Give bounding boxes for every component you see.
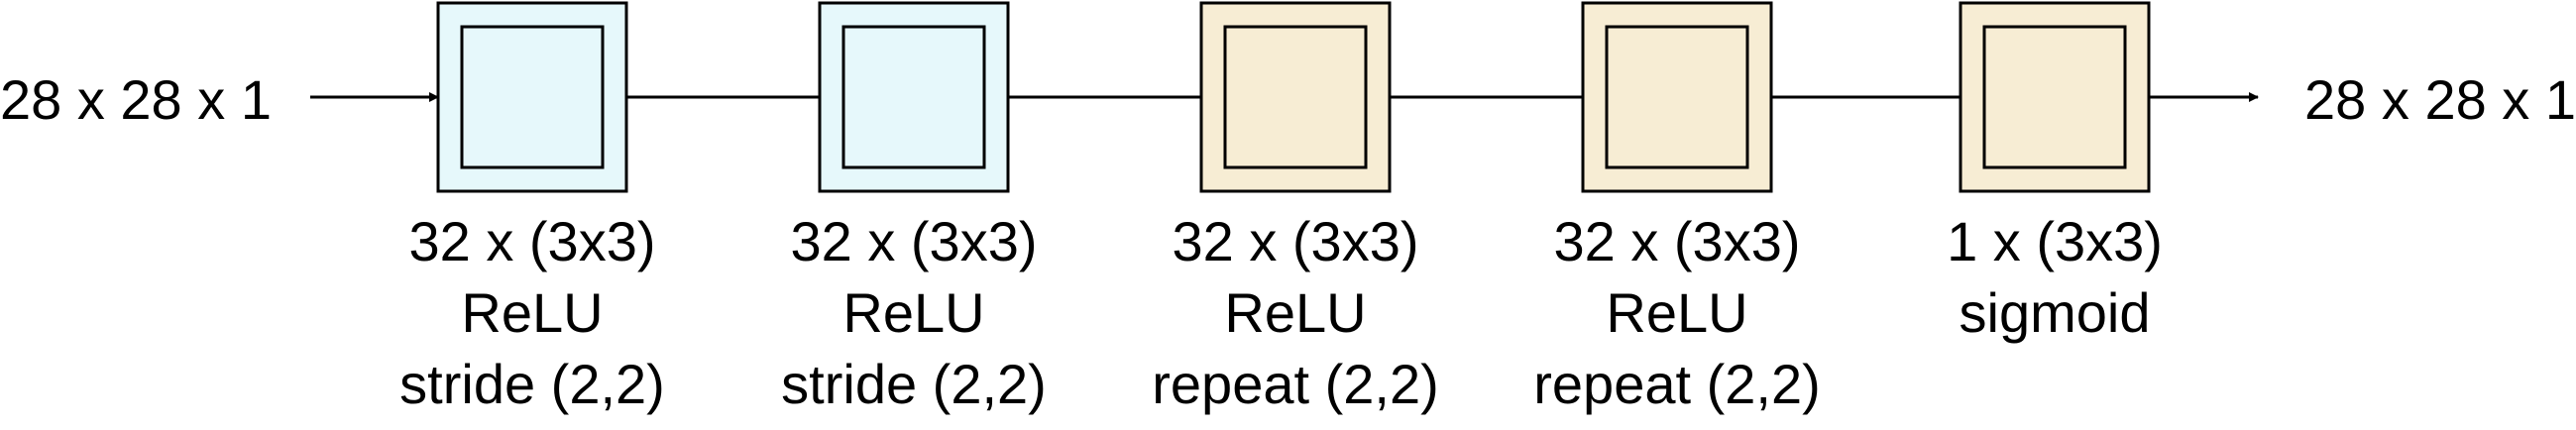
layer-box-inner	[1605, 25, 1749, 169]
layer-box-inner	[1982, 25, 2127, 169]
layer-label-line: repeat (2,2)	[1152, 353, 1439, 415]
decoder-layer-block: 32 x (3x3) ReLU repeat (2,2)	[1152, 1, 1439, 415]
layer-label-line: ReLU	[461, 281, 603, 344]
layer-label-line: stride (2,2)	[781, 353, 1047, 415]
encoder-layer-block: 32 x (3x3) ReLU stride (2,2)	[399, 1, 665, 415]
output-shape-label: 28 x 28 x 1	[2304, 68, 2576, 131]
layer-box-inner	[841, 25, 986, 169]
layer-label-line: 1 x (3x3)	[1947, 210, 2163, 272]
decoder-layer-block: 1 x (3x3) sigmoid	[1947, 1, 2163, 344]
layer-label-line: stride (2,2)	[399, 353, 665, 415]
layer-label-line: ReLU	[842, 281, 984, 344]
layer-label-line: repeat (2,2)	[1533, 353, 1821, 415]
layer-box-inner	[1223, 25, 1368, 169]
layer-box-outer	[1199, 1, 1392, 193]
layer-blocks: 32 x (3x3) ReLU stride (2,2) 32 x (3x3) ReLU…	[399, 1, 2163, 415]
layer-label-line: 32 x (3x3)	[1554, 210, 1801, 272]
input-shape-label: 28 x 28 x 1	[0, 68, 272, 131]
layer-label-line: ReLU	[1606, 281, 1747, 344]
layer-box-outer	[1581, 1, 1773, 193]
layer-label-line: 32 x (3x3)	[791, 210, 1038, 272]
layer-box-outer	[1959, 1, 2151, 193]
layer-label-line: ReLU	[1224, 281, 1366, 344]
encoder-layer-block: 32 x (3x3) ReLU stride (2,2)	[781, 1, 1047, 415]
layer-label-line: 32 x (3x3)	[1173, 210, 1419, 272]
decoder-layer-block: 32 x (3x3) ReLU repeat (2,2)	[1533, 1, 1821, 415]
layer-label-line: sigmoid	[1960, 281, 2151, 344]
layer-label-line: 32 x (3x3)	[409, 210, 656, 272]
layer-box-outer	[818, 1, 1010, 193]
layer-box-inner	[460, 25, 605, 169]
layer-box-outer	[436, 1, 628, 193]
